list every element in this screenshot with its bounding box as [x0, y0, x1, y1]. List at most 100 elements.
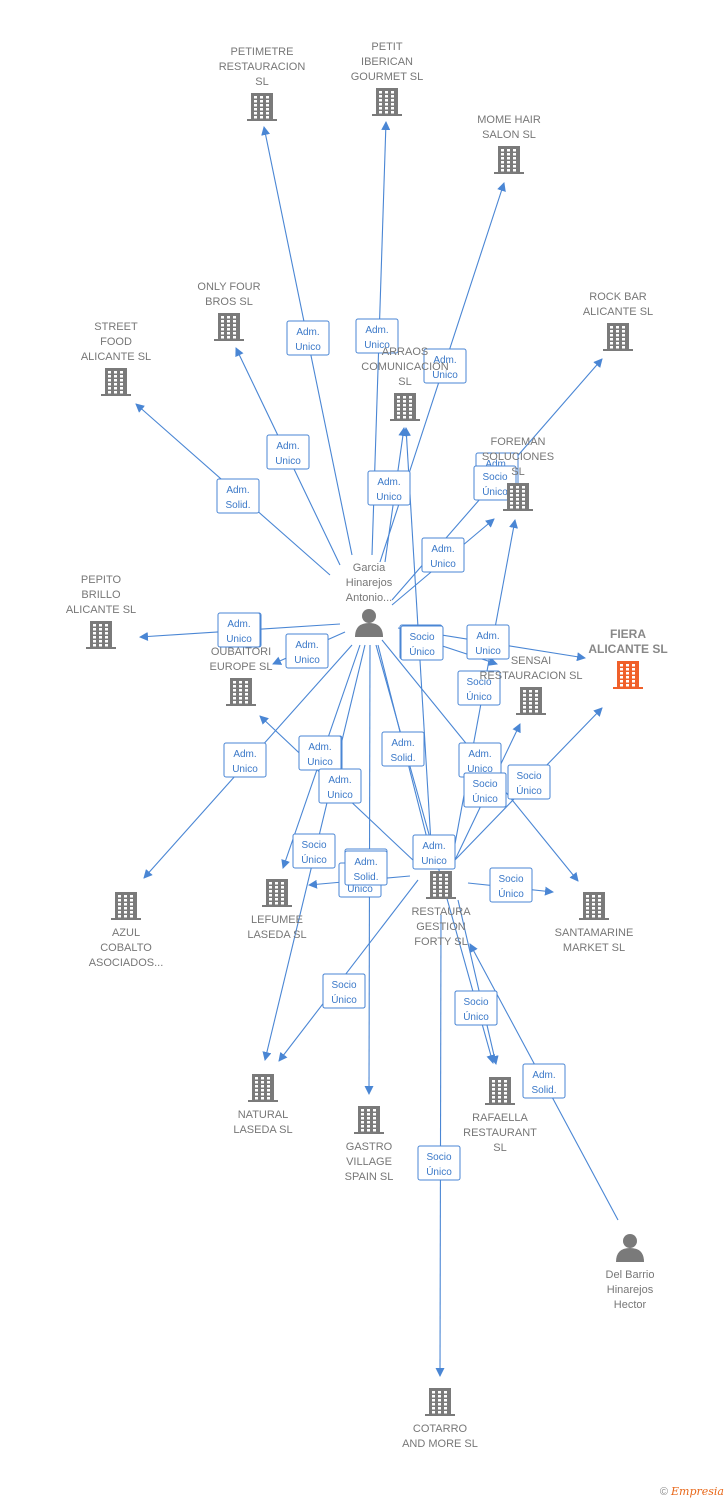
edge-label-garcia-restaura[interactable]: Adm.Solid.	[381, 731, 425, 767]
edge-label-garcia-onlyfour[interactable]: Adm.Unico	[266, 434, 310, 470]
edge-label-text: Unico	[307, 757, 333, 768]
edge-label-garcia-fiera[interactable]: Adm.Unico	[466, 624, 510, 660]
edge-label-text: Único	[463, 1010, 489, 1023]
edge-label-text: Solid.	[225, 500, 250, 511]
edge-label-text: Adm.	[233, 749, 256, 760]
edge-label-box	[292, 833, 336, 869]
edge-label-garcia-restaura-dup[interactable]: Adm.Solid.	[344, 850, 388, 886]
node-label: MOME HAIR	[477, 114, 541, 126]
edge-label-box	[454, 990, 498, 1026]
edge-label-box	[423, 348, 467, 384]
node-label: FIERA	[610, 627, 646, 641]
edge-label-garcia-lefumee-dup[interactable]: Adm.Unico	[318, 768, 362, 804]
node-garcia[interactable]: GarciaHinarejosAntonio...	[346, 562, 393, 637]
edge-label-garcia-azul[interactable]: Adm.Unico	[223, 742, 267, 778]
node-label: COTARRO	[413, 1423, 468, 1435]
edge-restaura-rafaella	[457, 899, 499, 1065]
building-icon	[516, 687, 546, 715]
node-label: Del Barrio	[606, 1269, 655, 1281]
node-label: PETIT	[371, 41, 402, 53]
edge-label-box	[421, 537, 465, 573]
edges-layer	[135, 121, 619, 1377]
edge-label-text: Único	[426, 1165, 452, 1178]
node-label: RESTAURANT	[463, 1127, 537, 1139]
node-label: Hinarejos	[346, 577, 393, 589]
edge-label-garcia-santamarine[interactable]: Adm.Unico	[458, 742, 502, 778]
node-label: Garcia	[353, 562, 386, 574]
edge-label-garcia-mome[interactable]: Adm.Unico	[423, 348, 467, 384]
copyright-symbol: ©	[659, 1486, 668, 1498]
edge-label-delbarrio-restaura[interactable]: Adm.Solid.	[522, 1063, 566, 1099]
node-label: RAFAELLA	[472, 1112, 528, 1124]
edge-label-text: Unico	[430, 559, 456, 570]
node-label: GASTRO	[346, 1141, 393, 1153]
node-label: AND MORE SL	[402, 1438, 478, 1450]
edge-label-box	[216, 478, 260, 514]
edge-label-text: Solid.	[531, 1085, 556, 1096]
edge-label-box	[344, 850, 388, 886]
building-icon	[390, 393, 420, 421]
building-icon	[426, 871, 456, 899]
node-label: SENSAI	[511, 655, 551, 667]
node-label: PEPITO	[81, 574, 122, 586]
edge-label-text: Único	[482, 485, 508, 498]
edge-label-text: Socio	[498, 874, 523, 885]
edge-label-box	[457, 670, 501, 706]
building-icon	[579, 892, 609, 920]
building-icon	[485, 1077, 515, 1105]
edge-label-garcia-petit[interactable]: Adm.Unico	[355, 318, 399, 354]
edge-label-text: Único	[301, 853, 327, 866]
edge-label-garcia-oubaitori[interactable]: Adm.Unico	[285, 633, 329, 669]
node-cotarro[interactable]: COTARRO AND MORE SL	[402, 1388, 478, 1450]
edge-label-text: Socio	[426, 1152, 451, 1163]
edge-label-garcia-arraos[interactable]: Adm.Unico	[367, 470, 411, 506]
edge-label-garcia-street[interactable]: Adm.Solid.	[216, 478, 260, 514]
edge-label-text: Socio	[409, 632, 434, 643]
edge-label-text: Único	[472, 792, 498, 805]
edge-label-garcia-foreman[interactable]: Adm.Unico	[421, 537, 465, 573]
edge-label-text: Solid.	[353, 872, 378, 883]
edge-label-text: Socio	[463, 997, 488, 1008]
node-azul[interactable]: AZULCOBALTOASOCIADOS...	[89, 892, 164, 969]
edge-label-restaura-sensai-dup[interactable]: Adm.Unico	[412, 834, 456, 870]
edge-label-text: Unico	[294, 655, 320, 666]
edge-label-restaura-oubaitori[interactable]: Adm.Unico	[298, 735, 342, 771]
edge-label-garcia-oubaitori-dup[interactable]: Adm.Unico	[217, 612, 261, 648]
edge-label-garcia-petimetre[interactable]: Adm.Unico	[286, 320, 330, 356]
edge-label-text: Único	[331, 993, 357, 1006]
node-label: ALICANTE SL	[588, 642, 667, 656]
building-icon	[214, 313, 244, 341]
edge-label-box	[318, 768, 362, 804]
edge-label-box	[322, 973, 366, 1009]
node-label: LASEDA SL	[233, 1124, 292, 1136]
